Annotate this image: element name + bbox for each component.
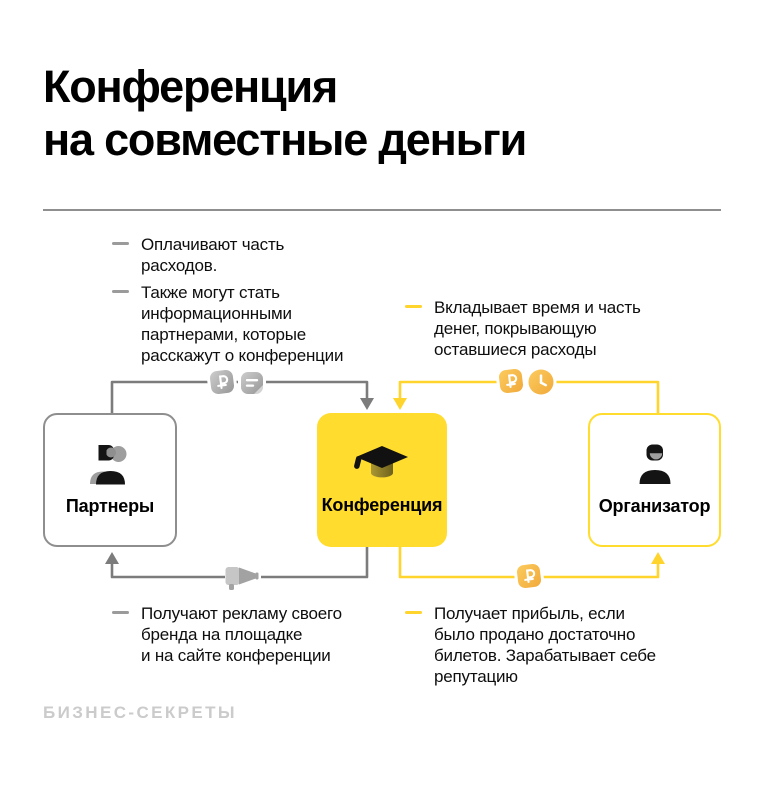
ruble-badge-icon	[513, 560, 545, 592]
list-item: Вкладывает время и часть денег, покрываю…	[405, 297, 665, 360]
note-text: Оплачивают часть расходов.	[141, 235, 285, 275]
dash-bullet-icon	[112, 242, 129, 245]
list-item: Получает прибыль, если было продано дост…	[405, 603, 675, 687]
note-text: Также могут стать информационными партне…	[141, 283, 344, 365]
megaphone-icon	[225, 562, 261, 592]
people-icon	[90, 445, 127, 485]
ruble-badge-icon	[495, 365, 527, 397]
node-organizer: Организатор	[588, 413, 721, 547]
dash-bullet-icon	[405, 305, 422, 308]
list-item: Оплачивают часть расходов.	[112, 234, 362, 276]
note-text: Получают рекламу своего бренда на площад…	[141, 604, 342, 665]
node-label: Конференция	[321, 495, 443, 515]
dash-bullet-icon	[112, 290, 129, 293]
document-icon	[238, 369, 266, 397]
node-label: Партнеры	[65, 496, 155, 516]
organizer-contribution-notes: Вкладывает время и часть денег, покрываю…	[405, 297, 665, 360]
node-conference: Конференция	[317, 413, 447, 547]
ruble-badge-icon	[206, 366, 238, 398]
organizer-benefit-notes: Получает прибыль, если было продано дост…	[405, 603, 675, 687]
list-item: Также могут стать информационными партне…	[112, 282, 362, 366]
dash-bullet-icon	[405, 611, 422, 614]
node-partners: Партнеры	[43, 413, 177, 547]
page-title: Конференция на совместные деньги	[43, 61, 527, 165]
partners-contribution-notes: Оплачивают часть расходов. Также могут с…	[112, 234, 362, 366]
note-text: Получает прибыль, если было продано дост…	[434, 604, 656, 686]
dash-bullet-icon	[112, 611, 129, 614]
clock-icon	[525, 366, 557, 398]
list-item: Получают рекламу своего бренда на площад…	[112, 603, 362, 666]
person-icon	[639, 444, 670, 484]
note-text: Вкладывает время и часть денег, покрываю…	[434, 298, 641, 359]
node-label: Организатор	[598, 496, 711, 516]
graduation-cap-icon	[354, 446, 408, 478]
brand-logo: БИЗНЕС-СЕКРЕТЫ	[43, 703, 237, 722]
partners-benefit-notes: Получают рекламу своего бренда на площад…	[112, 603, 362, 666]
divider-line	[43, 209, 721, 211]
